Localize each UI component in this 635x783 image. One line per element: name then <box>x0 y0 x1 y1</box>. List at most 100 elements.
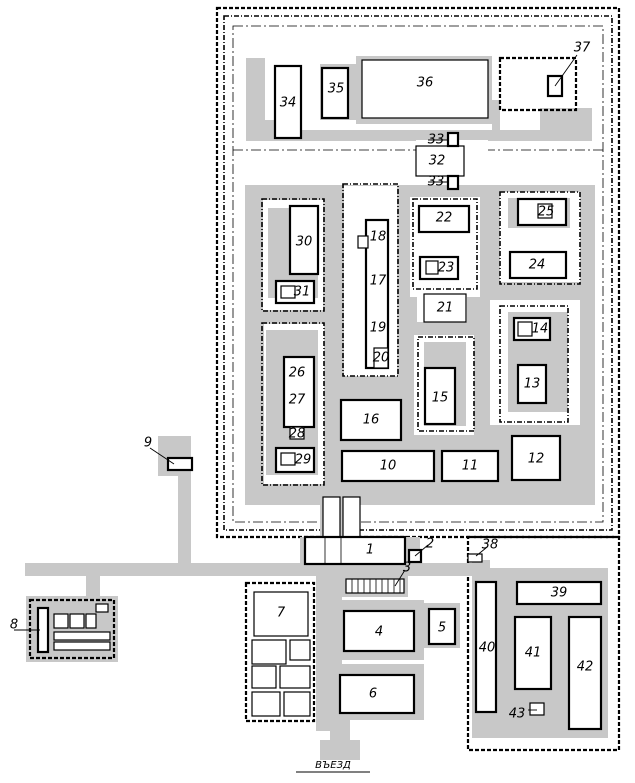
label-13: 13 <box>524 377 541 392</box>
label-31: 31 <box>294 285 311 300</box>
fence-block-15 <box>417 336 475 432</box>
label-11: 11 <box>462 459 479 474</box>
fence-block-26-29 <box>261 322 325 486</box>
label-9: 9 <box>144 436 152 451</box>
building-38 <box>467 553 483 563</box>
building-26-27 <box>282 355 316 429</box>
fence-south-east-zone <box>466 535 621 752</box>
label-17: 17 <box>370 274 387 289</box>
building-24 <box>508 250 568 280</box>
label-40: 40 <box>479 641 496 656</box>
building-11 <box>440 449 500 483</box>
fence-block-24-25 <box>499 191 581 285</box>
building-36-inner <box>361 59 489 119</box>
building-7-sub-e <box>251 691 281 717</box>
fence-block-7 <box>244 581 316 723</box>
building-21 <box>423 293 467 323</box>
leader-9 <box>149 447 175 465</box>
label-8: 8 <box>10 618 18 633</box>
label-36: 36 <box>417 76 434 91</box>
gate-corridor-left <box>322 496 341 538</box>
building-9 <box>166 456 194 472</box>
building-31-inner <box>280 285 296 299</box>
label-7: 7 <box>277 606 286 621</box>
label-29: 29 <box>295 453 312 468</box>
building-40 <box>474 580 498 714</box>
building-25-inner <box>537 203 553 219</box>
label-42: 42 <box>577 660 594 675</box>
building-7-sub-b <box>289 639 311 661</box>
label-12: 12 <box>528 452 545 467</box>
building-33-south <box>446 174 460 191</box>
building-14-inner <box>517 321 533 337</box>
building-8-sub-b <box>69 613 85 629</box>
label-19: 19 <box>370 321 387 336</box>
label-24: 24 <box>529 258 546 273</box>
label-3: 3 <box>403 561 411 576</box>
perimeter-line-main <box>232 25 604 523</box>
building-8-sub-c <box>85 613 97 629</box>
building-35 <box>320 66 350 120</box>
label-39: 39 <box>551 586 568 601</box>
building-29 <box>274 446 316 474</box>
building-33-north <box>446 131 460 148</box>
label-34: 34 <box>280 96 297 111</box>
label-1: 1 <box>366 543 374 558</box>
label-6: 6 <box>369 687 377 702</box>
building-8-sub-a <box>53 613 69 629</box>
label-18: 18 <box>370 230 387 245</box>
building-10 <box>340 449 436 483</box>
label-23: 23 <box>438 261 455 276</box>
building-16 <box>339 398 403 442</box>
label-27: 27 <box>289 393 306 408</box>
building-4 <box>342 609 416 653</box>
label-22: 22 <box>436 211 453 226</box>
leader-38 <box>475 547 487 557</box>
fence-block-22-23 <box>412 198 478 290</box>
building-28 <box>289 426 305 440</box>
label-15: 15 <box>432 391 449 406</box>
label-21: 21 <box>437 301 454 316</box>
building-34 <box>273 64 303 140</box>
label-4: 4 <box>375 625 383 640</box>
building-41 <box>513 615 553 691</box>
building-12 <box>510 434 562 482</box>
fence-block-17-20 <box>342 183 399 377</box>
label-43: 43 <box>509 707 526 722</box>
building-15 <box>423 366 457 426</box>
building-8-sub-e <box>53 641 111 651</box>
label-28: 28 <box>289 427 306 442</box>
building-7-sub-c <box>251 665 277 689</box>
building-39 <box>515 580 603 606</box>
building-6 <box>338 673 416 715</box>
label-37: 37 <box>574 41 591 56</box>
inner-fence-main <box>223 15 613 531</box>
fence-block-8 <box>28 598 116 660</box>
entry-label: ВЪЕЗД <box>315 760 351 771</box>
label-38: 38 <box>482 538 499 553</box>
fence-block-30-31 <box>261 198 325 312</box>
building-22 <box>417 204 471 234</box>
leader-3 <box>394 569 406 587</box>
building-7 <box>253 591 309 637</box>
fence-block-13-14 <box>499 305 569 423</box>
building-7-sub-a <box>251 639 287 665</box>
label-20: 20 <box>373 351 390 366</box>
building-8-sub-d <box>53 631 111 641</box>
label-2: 2 <box>426 537 434 552</box>
label-41: 41 <box>525 646 542 661</box>
building-43 <box>529 702 545 716</box>
label-25: 25 <box>538 205 555 220</box>
building-42 <box>567 615 603 731</box>
label-26: 26 <box>289 366 306 381</box>
gate-corridor-right <box>342 496 361 538</box>
building-18 <box>357 235 369 249</box>
label-14: 14 <box>532 322 549 337</box>
label-33-north: 33 <box>428 133 445 148</box>
building-1 <box>303 535 407 566</box>
building-23-inner <box>425 260 439 275</box>
label-33-south: 33 <box>428 175 445 190</box>
leader-37 <box>554 54 578 87</box>
building-labels: 1 2 3 4 5 6 7 8 9 10 11 12 13 14 15 16 1… <box>10 41 593 722</box>
